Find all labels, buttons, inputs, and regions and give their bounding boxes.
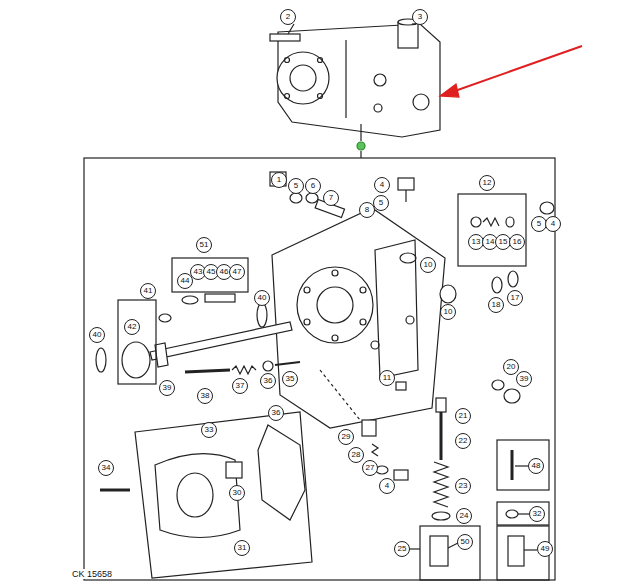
callout-number: 47 [229,264,245,280]
callout-number: 38 [197,388,213,404]
callout-number: 41 [140,283,156,299]
callout-number: 17 [507,290,523,306]
callout-number: 36 [268,405,284,421]
callout-number: 29 [338,429,354,445]
callout-number: 40 [89,327,105,343]
drawing-code: CK 15658 [71,569,113,579]
callout-number: 39 [516,371,532,387]
callout-number: 48 [528,458,544,474]
callout-number: 20 [503,359,519,375]
callout-number: 32 [529,506,545,522]
callout-number: 51 [196,237,212,253]
callout-number: 12 [479,175,495,191]
callout-number: 49 [537,541,553,557]
callout-number: 7 [323,190,339,206]
callout-number: 22 [455,433,471,449]
callout-number: 24 [456,508,472,524]
callout-number: 31 [234,540,250,556]
callout-number: 33 [201,422,217,438]
callout-number: 5 [288,178,304,194]
callout-number: 23 [455,478,471,494]
callout-number: 34 [98,460,114,476]
callout-number: 11 [379,370,395,386]
callout-number: 50 [457,534,473,550]
callout-number: 6 [305,178,321,194]
callout-number: 4 [545,216,561,232]
callout-number: 35 [282,371,298,387]
callout-number: 16 [509,234,525,250]
callout-number: 42 [124,319,140,335]
callout-number: 10 [420,257,436,273]
callout-number: 1 [271,172,287,188]
callout-number: 4 [374,177,390,193]
callout-number: 27 [362,460,378,476]
callout-number: 28 [348,447,364,463]
callout-number: 4 [379,478,395,494]
callout-number: 2 [280,9,296,25]
callout-number: 3 [412,9,428,25]
callout-number: 18 [488,297,504,313]
callout-number: 21 [455,408,471,424]
callout-number: 40 [254,290,270,306]
callout-number: 36 [260,373,276,389]
callout-number: 5 [373,195,389,211]
callout-number: 25 [394,541,410,557]
callout-number: 10 [440,304,456,320]
callout-number: 30 [229,485,245,501]
callout-number: 37 [232,378,248,394]
callout-number: 39 [159,380,175,396]
